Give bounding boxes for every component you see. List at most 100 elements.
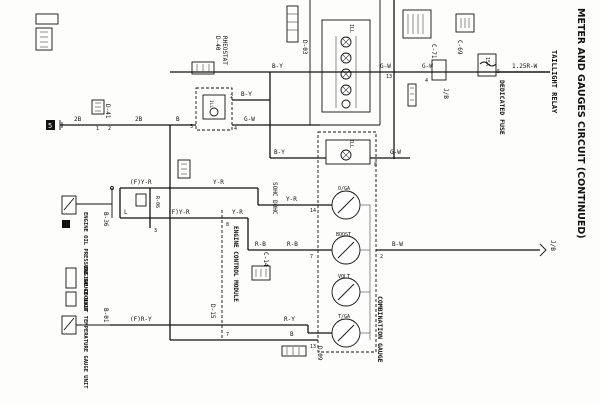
wire-label-b-y-1: B-Y: [272, 63, 283, 70]
coolant-temp-gauge-unit: B-01 ENGINE COOLANT TEMPERATURE GAUGE UN…: [61, 266, 110, 389]
sohc-dohc-label: SOHC DOHC: [271, 182, 278, 215]
svg-text:C-14: C-14: [262, 252, 269, 267]
wire-label-f-y-r-1: (F)Y-R: [130, 179, 152, 186]
pin-13: 13: [386, 74, 392, 80]
wire-label-g-w-1: G-W: [422, 63, 433, 70]
svg-text:ENGINE CONTROL MODULE: ENGINE CONTROL MODULE: [232, 226, 239, 302]
gauge-temperature: T/GA: [331, 314, 361, 348]
connector-icon-top-left: [35, 13, 59, 51]
connector-icon-gauge-left: [177, 159, 191, 179]
svg-text:J/B: J/B: [442, 88, 449, 99]
combination-gauge-frame: [317, 131, 377, 353]
junction-block-bottom: J/B 4: [425, 59, 449, 99]
svg-text:D-09: D-09: [316, 346, 323, 361]
svg-text:L: L: [124, 209, 128, 216]
ground-label: 5: [48, 122, 52, 130]
svg-text:D-41: D-41: [104, 104, 111, 119]
svg-text:DEDICATED FUSE: DEDICATED FUSE: [498, 80, 506, 135]
wire-label-g-w-2: G-W: [380, 63, 391, 70]
svg-text:R-06: R-06: [154, 196, 160, 208]
gauge-volt: VOLT: [331, 274, 361, 307]
wire-label-2b-2: 2B: [135, 116, 143, 123]
wire-label-f-y-r-2: (F)Y-R: [168, 209, 190, 216]
svg-text:T/GA: T/GA: [338, 314, 350, 320]
bulb-icon-1: [340, 36, 352, 48]
junction-r06: R-06 L 3: [119, 188, 160, 234]
gauge-boost: BOOST: [331, 232, 361, 265]
wire-label-b-1: B: [176, 116, 180, 123]
wire-label-r-w-125: 1.25R-W: [512, 63, 538, 70]
connector-icon-d40: D-40 RHEOSTAT: [191, 36, 228, 75]
svg-text:4: 4: [425, 78, 428, 84]
svg-text:O/GA: O/GA: [338, 186, 350, 192]
oil-pressure-gauge-unit: B-36 ENGINE OIL PRESSURE GAUGE UNIT: [61, 186, 114, 312]
svg-text:ENGINE COOLANT TEMPERATURE GAU: ENGINE COOLANT TEMPERATURE GAUGE UNIT: [82, 266, 88, 389]
svg-text:TAILLIGHT RELAY: TAILLIGHT RELAY: [550, 50, 558, 114]
junction-block-right: J/B: [539, 240, 556, 257]
svg-text:ILL: ILL: [208, 100, 214, 108]
pin-7: 7: [310, 254, 313, 260]
wire-label-r-y: R-Y: [284, 316, 295, 323]
page-title: METER AND GAUGES CIRCUIT (CONTINUED): [575, 8, 586, 239]
connector-icon-mid-right: [407, 83, 417, 107]
wire-label-b-y-3: B-Y: [274, 149, 285, 156]
pin-3-rheo: 3: [190, 124, 193, 130]
svg-text:B-01: B-01: [102, 308, 109, 323]
bulb-icon-4: [340, 84, 352, 96]
wire-label-f-r-y: (F)R-Y: [130, 316, 152, 323]
dedicated-fuse: 15A 5 DEDICATED FUSE: [477, 53, 506, 135]
combination-gauge-label: COMBINATION GAUGE: [376, 296, 384, 363]
top-harness-frame: [309, 0, 395, 159]
pin-7-tga: 7: [226, 332, 229, 338]
svg-text:C-69: C-69: [456, 40, 463, 55]
ground-symbol: [59, 120, 63, 130]
wire-label-y-r-2: Y-R: [286, 196, 297, 203]
wire-label-g-w-4: G-W: [390, 149, 401, 156]
wire-label-g-w-3: G-W: [244, 116, 255, 123]
svg-text:C-71: C-71: [430, 44, 437, 59]
svg-text:ILL: ILL: [348, 139, 354, 148]
bulb-icon-3: [340, 68, 352, 80]
svg-text:D-15: D-15: [209, 304, 216, 319]
svg-text:ILL: ILL: [348, 24, 354, 33]
wire-label-b-w: B-W: [392, 241, 403, 248]
pin-2-rheo: 2: [230, 94, 233, 100]
pin-2-bw: 2: [380, 254, 383, 260]
rheostat-box: ILL 2 4 3: [190, 87, 237, 132]
bulb-icon-2: [340, 52, 352, 64]
ill-lamp-block-top: ILL: [321, 19, 371, 113]
svg-text:D-40: D-40: [214, 36, 221, 51]
svg-text:3: 3: [154, 228, 157, 234]
ill-lamp-block-gauge: ILL: [325, 139, 371, 165]
pin-2-d41: 2: [108, 126, 111, 132]
svg-text:VOLT: VOLT: [338, 274, 350, 280]
wire-label-2b-1: 2B: [74, 116, 82, 123]
connector-icon-c71: C-71: [402, 9, 437, 59]
svg-text:15A: 15A: [484, 57, 490, 66]
connector-d03: D-03: [286, 5, 308, 55]
bulb-icon-5: [341, 99, 351, 109]
wire-label-y-r-1: Y-R: [213, 179, 224, 186]
taillight-relay-label: TAILLIGHT RELAY: [550, 50, 558, 114]
svg-text:D-03: D-03: [301, 40, 308, 55]
pin-14: 14: [310, 208, 316, 214]
wire-label-r-b-1: R-B: [255, 241, 266, 248]
svg-text:8: 8: [226, 222, 229, 228]
pin-13-b: 13: [310, 344, 316, 350]
wire-label-b-y-2: B-Y: [241, 91, 252, 98]
connector-icon-d09: D-09: [281, 345, 323, 361]
gauge-oil-pressure: O/GA: [331, 186, 361, 220]
svg-text:BOOST: BOOST: [336, 232, 351, 238]
wire-label-r-b-2: R-B: [287, 241, 298, 248]
svg-text:J/B: J/B: [549, 240, 556, 251]
svg-text:RHEOSTAT: RHEOSTAT: [221, 36, 228, 65]
svg-text:ENGINE OIL PRESSURE GAUGE UNIT: ENGINE OIL PRESSURE GAUGE UNIT: [82, 212, 88, 312]
wire-label-y-r-3: Y-R: [232, 209, 243, 216]
connector-icon-c69: C-69: [455, 13, 475, 55]
pin-1-d41: 1: [96, 126, 99, 132]
engine-control-module-frame: ENGINE CONTROL MODULE C-14 D-15 8: [209, 210, 271, 340]
svg-text:B-36: B-36: [102, 212, 109, 227]
connector-icon-d41: D-41: [91, 99, 111, 119]
wire-label-b-2: B: [290, 331, 294, 338]
